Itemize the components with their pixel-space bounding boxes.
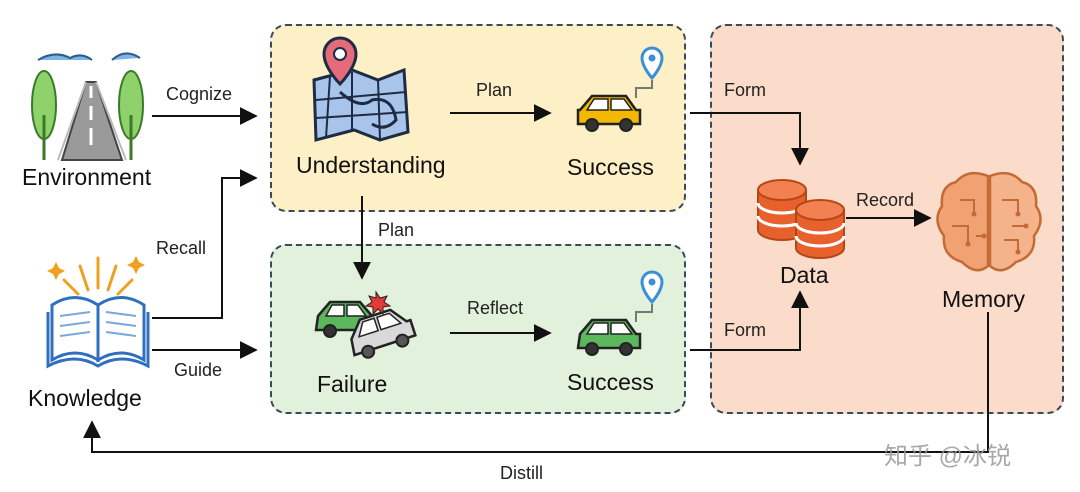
brain-icon xyxy=(936,171,1042,272)
success-label-bottom: Success xyxy=(567,369,654,395)
success-car-icon-top xyxy=(576,46,664,132)
map-icon xyxy=(312,36,410,142)
road-icon xyxy=(31,52,144,161)
reflect-label: Reflect xyxy=(467,298,524,318)
form-label-bottom: Form xyxy=(724,320,766,340)
understanding-label: Understanding xyxy=(296,152,446,178)
environment-label: Environment xyxy=(22,164,152,190)
crash-cars-icon xyxy=(314,290,417,359)
failure-label: Failure xyxy=(317,371,388,397)
recall-arrow xyxy=(152,169,258,319)
success-car-icon-bottom xyxy=(576,270,664,356)
memory-label: Memory xyxy=(942,286,1026,312)
guide-label: Guide xyxy=(174,360,223,380)
plan-label-down: Plan xyxy=(378,220,415,240)
recall-label: Recall xyxy=(156,238,207,258)
watermark: 知乎 @冰锐 xyxy=(884,443,1012,470)
book-icon xyxy=(46,256,150,369)
plan-label-top: Plan xyxy=(476,80,513,100)
form-arrow-bottom xyxy=(690,290,809,351)
distill-arrow xyxy=(83,312,989,453)
distill-label: Distill xyxy=(500,463,543,483)
form-label-top: Form xyxy=(724,80,766,100)
success-label-top: Success xyxy=(567,154,654,180)
data-label: Data xyxy=(780,262,829,288)
database-icon xyxy=(756,179,846,259)
knowledge-label: Knowledge xyxy=(28,385,142,411)
form-arrow-top xyxy=(690,112,809,166)
record-label: Record xyxy=(856,190,915,210)
cognize-label: Cognize xyxy=(166,84,233,104)
